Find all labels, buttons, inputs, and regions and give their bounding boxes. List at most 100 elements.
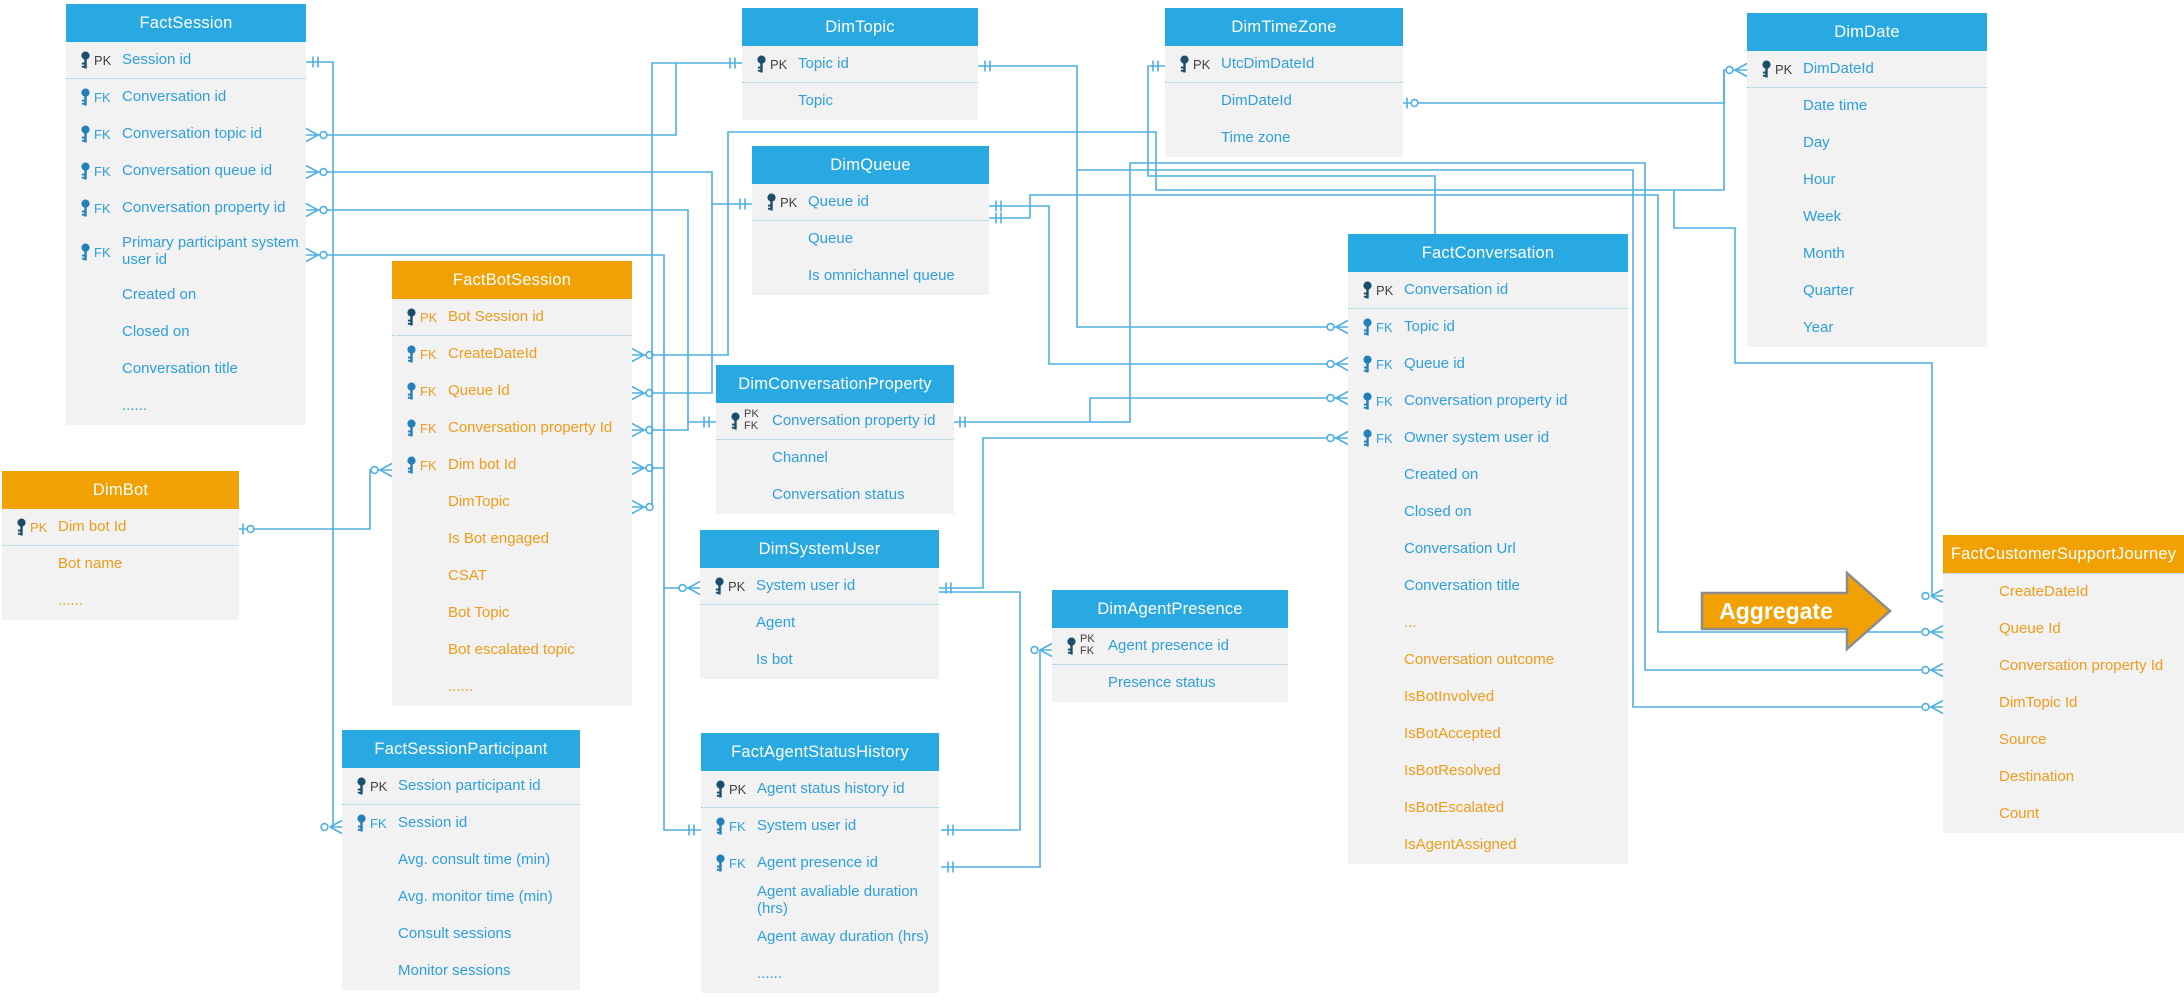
table-title: DimDate bbox=[1834, 22, 1900, 41]
field-row: CSAT bbox=[392, 558, 632, 595]
field-row: Bot escalated topic bbox=[392, 632, 632, 669]
field-label: System user id bbox=[757, 817, 857, 835]
field-label: Conversation queue id bbox=[122, 162, 273, 180]
field-row: IsBotEscalated bbox=[1348, 790, 1628, 827]
foreign-key-icon: FK bbox=[714, 817, 757, 836]
field-label: Queue Id bbox=[1999, 620, 2061, 638]
foreign-key-icon: FK bbox=[1361, 392, 1404, 411]
field-label: CreateDateId bbox=[1999, 583, 2089, 601]
connector:FactCustomerSupportJourney.DimTopic Id->DimTopic.Topic id bbox=[1077, 169, 1943, 708]
field-label: Dim bot Id bbox=[58, 517, 127, 535]
field-row: Agent bbox=[700, 605, 939, 642]
table-header: DimAgentPresence bbox=[1052, 590, 1288, 628]
field-row: Hour bbox=[1747, 162, 1987, 199]
field-row: Bot name bbox=[2, 546, 239, 583]
foreign-key-icon: FK bbox=[1361, 355, 1404, 374]
field-row: Day bbox=[1747, 125, 1987, 162]
connector:FactCustomerSupportJourney.Queue Id->DimQueue.Queue id bbox=[989, 194, 1943, 633]
key-icon bbox=[757, 55, 766, 72]
key-icon bbox=[1180, 55, 1189, 72]
field-label: DimTopic bbox=[448, 493, 510, 511]
field-label: Is omnichannel queue bbox=[808, 267, 955, 285]
primary-key-icon: PK bbox=[755, 55, 798, 74]
field-row: Conversation title bbox=[66, 351, 306, 388]
field-label: Channel bbox=[772, 449, 828, 467]
key-icon bbox=[407, 308, 416, 325]
connector:DimBot.Dim bot Id->FactBotSession.Dim bot Id bbox=[239, 469, 392, 530]
field-row: Created on bbox=[66, 277, 306, 314]
field-label: IsBotResolved bbox=[1404, 762, 1501, 780]
foreign-key-icon: FK bbox=[1361, 318, 1404, 337]
key-icon bbox=[1363, 429, 1372, 447]
connector:FactConversation.Queue id->DimQueue.Queue id bbox=[989, 205, 1348, 365]
foreign-key-icon: FK bbox=[405, 456, 448, 475]
primary-key-icon: PK bbox=[714, 780, 757, 799]
key-icon bbox=[407, 419, 416, 437]
field-label: Created on bbox=[122, 286, 197, 304]
field-label: ...... bbox=[58, 592, 84, 610]
field-row: ...... bbox=[2, 583, 239, 620]
field-row: Conversation property Id bbox=[1943, 648, 2184, 685]
field-row: Avg. monitor time (min) bbox=[342, 879, 580, 916]
key-icon bbox=[357, 777, 366, 794]
table-title: DimSystemUser bbox=[758, 539, 881, 558]
table-title: DimBot bbox=[92, 480, 149, 499]
primary-key-icon: PK bbox=[713, 577, 756, 596]
field-row: Agent avaliable duration (hrs) bbox=[701, 882, 939, 919]
field-label: Agent avaliable duration (hrs) bbox=[757, 882, 918, 917]
field-row: Closed on bbox=[1348, 494, 1628, 531]
field-row: Conversation Url bbox=[1348, 531, 1628, 568]
field-label: Avg. consult time (min) bbox=[398, 851, 551, 869]
key-icon bbox=[767, 193, 776, 210]
key-icon bbox=[1067, 637, 1076, 654]
foreign-key-icon: FK bbox=[79, 162, 122, 181]
field-label: Queue Id bbox=[448, 382, 510, 400]
table-title: FactAgentStatusHistory bbox=[731, 742, 909, 761]
field-row: Topic bbox=[742, 83, 978, 120]
primary-key-icon: PK bbox=[405, 308, 448, 327]
field-row: ... bbox=[1348, 605, 1628, 642]
connector:FactCustomerSupportJourney.Conversation property Id->DimConversationProperty.Conversation property id bbox=[1090, 162, 1943, 671]
table-title: DimQueue bbox=[830, 155, 911, 174]
field-row: Time zone bbox=[1165, 120, 1403, 157]
field-label: Conversation id bbox=[122, 88, 227, 106]
field-label: IsAgentAssigned bbox=[1404, 836, 1517, 854]
field-label: Topic id bbox=[1404, 318, 1455, 336]
field-label: Conversation outcome bbox=[1404, 651, 1555, 669]
field-label: Bot Session id bbox=[448, 307, 544, 325]
primary-key-icon: PK bbox=[79, 51, 122, 70]
field-label: Conversation property Id bbox=[1999, 657, 2164, 675]
field-label: Hour bbox=[1803, 171, 1836, 189]
field-label: Consult sessions bbox=[398, 925, 512, 943]
connector:FactAgentStatusHistory.System user id->DimSystemUser.System user id bbox=[939, 591, 1021, 831]
field-label: CreateDateId bbox=[448, 345, 538, 363]
field-label: Count bbox=[1999, 805, 2040, 823]
connector:FactSession.Conversation topic id->DimTopic.Topic id bbox=[306, 62, 742, 136]
